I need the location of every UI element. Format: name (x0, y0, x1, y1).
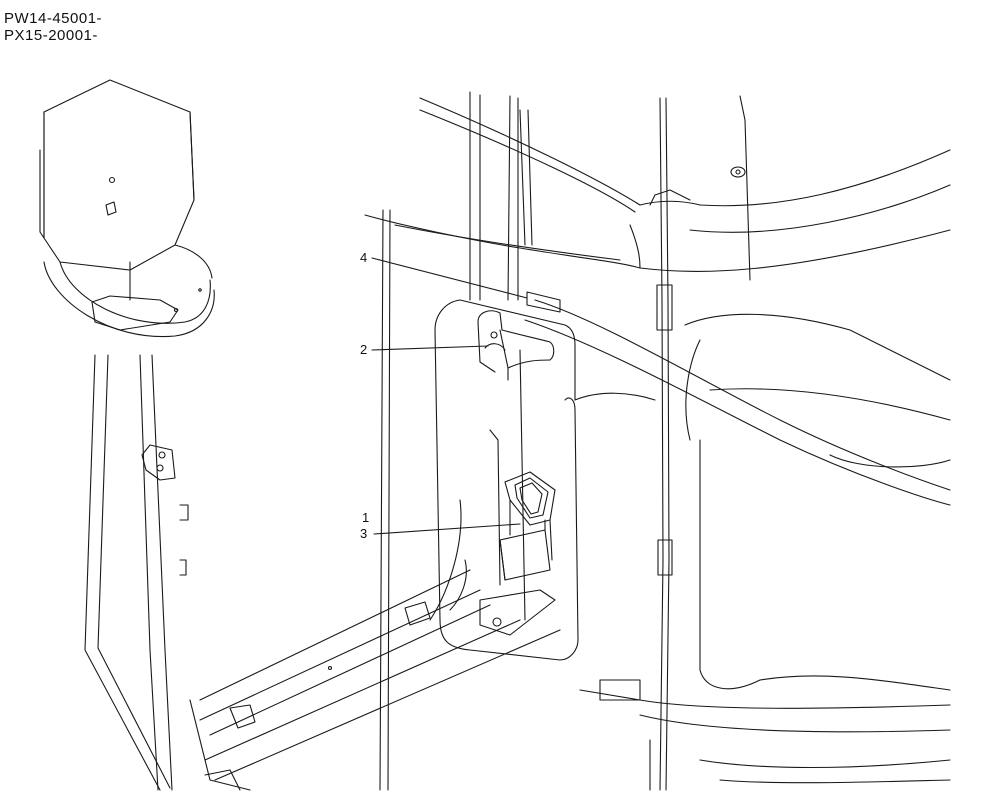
cab-locator-inset (39, 79, 215, 338)
holder-parts-1-3 (499, 471, 556, 581)
left-door-pillar (84, 354, 189, 791)
side-panel (429, 299, 579, 661)
callout-3: 3 (360, 526, 368, 541)
right-cab-structure (524, 299, 951, 791)
serial-range-2: PX15-20001- (4, 27, 98, 44)
center-pillar (379, 209, 391, 791)
hook-part-2 (477, 310, 555, 381)
floor-rails (189, 569, 561, 791)
callout-leaders (371, 257, 528, 535)
callout-4: 4 (360, 250, 368, 265)
decal-part-4 (526, 291, 561, 313)
callout-1: 1 (362, 510, 370, 525)
serial-range-1: PW14-45001- (4, 10, 103, 27)
rear-window-frame (364, 91, 951, 301)
antenna-harness (656, 97, 673, 791)
callout-2: 2 (360, 342, 368, 357)
